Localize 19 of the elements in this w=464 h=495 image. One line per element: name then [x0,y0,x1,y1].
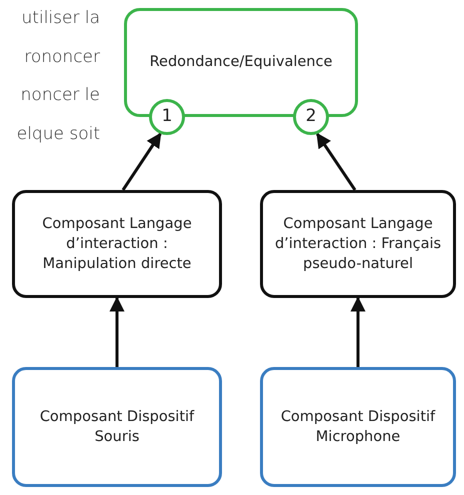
box-label: Redondance/Equivalence [150,53,332,72]
text-fragment: utiliser la [22,8,100,28]
arrow [110,296,124,367]
box-label: Composant Dispositif Souris [38,408,196,447]
text-fragment: rononcer [24,46,100,66]
arrow [316,132,356,191]
component-box [12,367,222,487]
component-box [260,367,456,487]
text-fragment: elque soit [16,124,100,144]
box-label: Composant Langage d’interaction : Français pseudo-naturel [274,214,442,274]
arrow [350,296,366,367]
box-label: Composant Langage d’interaction : Manipulation directe [41,214,193,274]
text-fragment: noncer le [20,85,100,105]
component-box [260,190,456,298]
box-label: Composant Dispositif Microphone [280,408,436,447]
number-label: 1 [162,105,172,128]
arrow [122,132,162,191]
number-label: 2 [306,105,316,128]
component-box [12,190,222,298]
